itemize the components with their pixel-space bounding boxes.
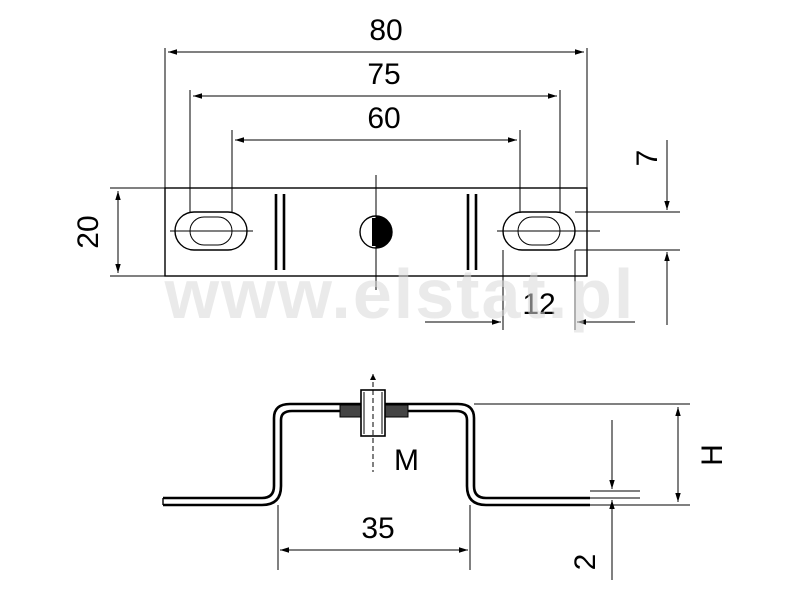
watermark: www.elstat.pl: [164, 255, 636, 333]
dimension-slot-offset: 12: [425, 250, 635, 330]
center-hole: [359, 175, 393, 290]
dimension-label-60: 60: [367, 102, 400, 135]
dimension-slot-span: 75: [193, 58, 557, 99]
dimension-overall-length: 80: [168, 14, 584, 55]
dimension-label-35: 35: [361, 512, 394, 545]
dimension-height: H: [474, 403, 729, 506]
bend-lines: [274, 194, 478, 270]
dimension-width: 20: [72, 187, 165, 277]
thread-label-m: M: [394, 444, 419, 477]
left-slot: [170, 211, 253, 251]
dimension-label-12: 12: [522, 288, 555, 321]
dimension-inner-span: 60: [235, 102, 517, 143]
dimension-slot-height: 7: [575, 140, 680, 325]
top-view: 80 75 60 20 7: [72, 14, 680, 330]
thread-insert: M: [339, 374, 419, 477]
dimension-label-20: 20: [72, 215, 105, 248]
dimension-label-2: 2: [569, 554, 602, 571]
dimension-thickness: 2: [569, 420, 640, 580]
dimension-label-7: 7: [631, 150, 664, 167]
side-view: M H 2 35: [162, 374, 729, 580]
right-slot: [497, 211, 600, 251]
dimension-label-75: 75: [367, 58, 400, 91]
dimension-label-h: H: [696, 444, 729, 466]
dimension-bend-width: 35: [277, 505, 471, 570]
dimension-label-80: 80: [369, 14, 402, 47]
